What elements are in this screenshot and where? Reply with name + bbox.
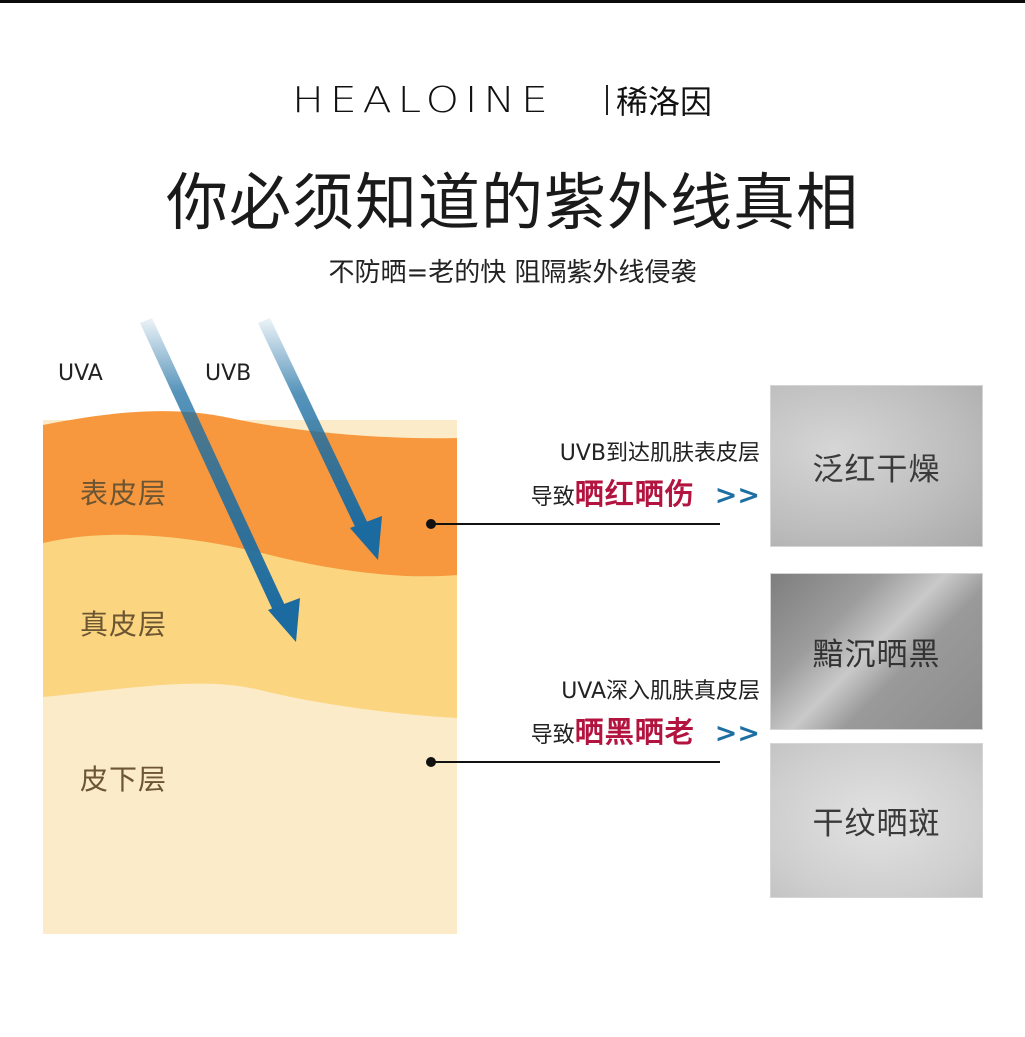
brand-name-en: HEALOINE xyxy=(292,79,554,121)
callout-uva-highlight: 晒黑晒老 xyxy=(574,715,695,749)
callout-uvb-prefix: 导致 xyxy=(530,485,575,510)
effect-card-fine-lines-spots: 干纹晒斑 xyxy=(770,743,983,898)
callout-uva: UVA深入肌肤真皮层 导致晒黑晒老 >> xyxy=(470,673,760,751)
dermis-label: 真皮层 xyxy=(80,608,168,641)
logo-divider xyxy=(606,85,608,115)
callout-uvb: UVB到达肌肤表皮层 导致晒红晒伤 >> xyxy=(470,435,760,513)
effect-label: 黯沉晒黑 xyxy=(812,637,941,673)
page-subtitle: 不防晒=老的快 阻隔紫外线侵袭 xyxy=(328,258,697,288)
effect-card-dullness-tanning: 黯沉晒黑 xyxy=(770,573,983,730)
epidermis-label: 表皮层 xyxy=(80,477,168,510)
uva-ray-arrow xyxy=(140,318,300,642)
effect-card-redness-dryness: 泛红干燥 xyxy=(770,385,983,547)
callout-uvb-highlight: 晒红晒伤 xyxy=(574,477,695,511)
double-chevron-right-icon: >> xyxy=(714,480,760,511)
epidermis-layer xyxy=(43,411,457,577)
callout-uva-prefix: 导致 xyxy=(530,723,575,748)
callout-uvb-result: 导致晒红晒伤 >> xyxy=(470,471,760,513)
brand-logo: HEALOINE 稀洛因 xyxy=(292,78,712,122)
double-chevron-right-icon: >> xyxy=(714,718,760,749)
uvb-ray-arrow xyxy=(258,318,382,560)
connector-uva xyxy=(426,757,720,767)
effect-label: 泛红干燥 xyxy=(812,451,941,488)
top-border xyxy=(0,0,1025,3)
dermis-layer xyxy=(43,525,457,718)
uva-label: UVA xyxy=(58,361,103,386)
callout-uvb-desc: UVB到达肌肤表皮层 xyxy=(559,441,760,466)
brand-name-cn: 稀洛因 xyxy=(616,83,713,121)
subcutaneous-label: 皮下层 xyxy=(80,763,168,796)
page-title: 你必须知道的紫外线真相 xyxy=(165,166,859,239)
effect-label: 干纹晒斑 xyxy=(812,806,941,842)
callout-uva-result: 导致晒黑晒老 >> xyxy=(470,709,760,751)
connector-uvb xyxy=(426,519,720,529)
uvb-label: UVB xyxy=(205,361,252,386)
callout-uva-desc: UVA深入肌肤真皮层 xyxy=(561,679,760,704)
